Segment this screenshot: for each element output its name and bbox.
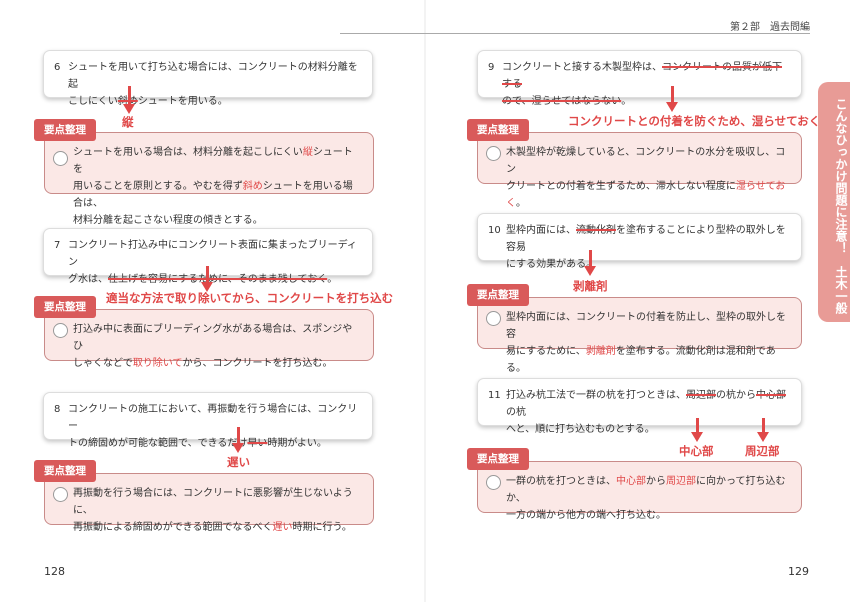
point-line: 一方の端から他方の端へ打ち込む。 [506,510,666,521]
point-line: 用いることを原則とする。やむを得ず斜めシュートを用いる場合は、 [73,181,353,209]
point-box-11: 一群の杭を打つときは、中心部から周辺部に向かって打ち込むか、 一方の端から他方の… [477,461,802,521]
struck-text: 早い [247,438,268,449]
question-6: 6 シュートを用いて打ち込む場合には、コンクリートの材料分離を起 こしにくい斜め… [43,50,373,107]
point-line: 易にするために、剥離剤を塗布する。流動化剤は混和剤である。 [506,346,776,374]
correction-label: コンクリートとの付着を防ぐため、湿らせておく [568,114,821,128]
question-line: コンクリートと接する木製型枠は、コンクリートの品質が低下する [502,62,782,90]
question-line: トの締固めが可能な範囲で、できるだけ早い時期がよい。 [68,438,327,449]
point-tag: 要点整理 [467,448,529,470]
correction-label: 縦 [122,115,134,129]
question-number: 7 [54,240,61,251]
question-line: にする効果がある。 [506,259,597,270]
question-8: 8 コンクリートの施工において、再振動を行う場合には、コンクリー トの締固めが可… [43,392,373,449]
question-10: 10 型枠内面には、流動化剤を塗布することにより型枠の取外しを容易 にする効果が… [477,213,802,270]
question-11: 11 打込み杭工法で一群の杭を打つときは、周辺部の杭から中心部の杭 へと、順に打… [477,378,802,435]
struck-text: 仕上げを容易にするために、そのまま残しておく [108,274,328,285]
side-tab-text: こんなひっかけ問題に注意！ 土木一般 [834,98,848,314]
point-line: 型枠内面には、コンクリートの付着を防止し、型枠の取外しを容 [506,312,786,340]
point-box-9: 木製型枠が乾燥していると、コンクリートの水分を吸収し、コン クリートとの付着を生… [477,132,802,209]
struck-text: 斜め [117,96,138,107]
correction-label: 中心部 [679,444,714,458]
question-number: 11 [488,390,501,401]
bullet-icon [53,151,68,166]
struck-text: コンクリートの品質が低下する [502,62,782,90]
point-box-10: 型枠内面には、コンクリートの付着を防止し、型枠の取外しを容 易にするために、剥離… [477,297,802,374]
question-line: 型枠内面には、流動化剤を塗布することにより型枠の取外しを容易 [506,225,786,253]
point-tag: 要点整理 [34,460,96,482]
point-line: 木製型枠が乾燥していると、コンクリートの水分を吸収し、コン [506,147,786,175]
point-line: クリートとの付着を生ずるため、滞水しない程度に湿らせておく。 [506,181,786,209]
point-tag: 要点整理 [34,119,96,141]
point-line: シュートを用いる場合は、材料分離を起こしにくい縦シュートを [73,147,353,175]
bullet-icon [53,323,68,338]
page-number-right: 129 [788,565,809,578]
question-line: コンクリート打込み中にコンクリート表面に集まったブリーディン [68,240,357,268]
question-line: コンクリートの施工において、再振動を行う場合には、コンクリー [68,404,358,432]
struck-text: ので、湿らせてはならない [502,96,622,107]
point-tag: 要点整理 [34,296,96,318]
point-box-6: シュートを用いる場合は、材料分離を起こしにくい縦シュートを 用いることを原則とす… [44,132,374,226]
correction-label: 周辺部 [745,444,780,458]
struck-text: 流動化剤 [576,225,616,236]
point-box-8: 再振動を行う場合には、コンクリートに悪影響が生じないように、 再振動による締固め… [44,473,374,533]
question-9: 9 コンクリートと接する木製型枠は、コンクリートの品質が低下する ので、湿らせて… [477,50,802,107]
bullet-icon [486,475,501,490]
question-line: 打込み杭工法で一群の杭を打つときは、周辺部の杭から中心部の杭 [506,390,786,418]
point-line: 打込み中に表面にブリーディング水がある場合は、スポンジやひ [73,324,353,352]
bullet-icon [486,311,501,326]
chapter-side-tab: こんなひっかけ問題に注意！ 土木一般 [818,82,850,322]
struck-text: 中心部 [756,390,786,401]
point-line: 材料分離を起こさない程度の傾きとする。 [73,215,263,226]
correction-label: 遅い [227,455,250,469]
point-box-7: 打込み中に表面にブリーディング水がある場合は、スポンジやひ しゃくなどで取り除い… [44,309,374,369]
correction-label: 適当な方法で取り除いてから、コンクリートを打ち込む [106,291,394,305]
point-line: 再振動による締固めができる範囲でなるべく遅い時期に行う。 [73,522,352,533]
question-line: ので、湿らせてはならない。 [502,96,632,107]
question-number: 10 [488,225,501,236]
question-number: 6 [54,62,61,73]
question-line: こしにくい斜めシュートを用いる。 [68,96,228,107]
question-number: 9 [488,62,495,73]
header-rule [340,33,810,34]
question-7: 7 コンクリート打込み中にコンクリート表面に集まったブリーディン グ水は、仕上げ… [43,228,373,285]
question-line: シュートを用いて打ち込む場合には、コンクリートの材料分離を起 [68,62,358,90]
question-number: 8 [54,404,61,415]
struck-text: 周辺部 [686,390,716,401]
book-spine [424,0,426,602]
point-line: しゃくなどで取り除いてから、コンクリートを打ち込む。 [73,358,333,369]
point-tag: 要点整理 [467,119,529,141]
correction-label: 剥離剤 [573,279,608,293]
section-header: 第２部 過去問編 [730,22,810,33]
question-line: グ水は、仕上げを容易にするために、そのまま残しておく。 [68,274,338,285]
bullet-icon [53,487,68,502]
point-line: 再振動を行う場合には、コンクリートに悪影響が生じないように、 [73,488,353,516]
page-number-left: 128 [44,565,65,578]
point-line: 一群の杭を打つときは、中心部から周辺部に向かって打ち込むか、 [506,476,786,504]
question-line: へと、順に打ち込むものとする。 [506,424,655,435]
point-tag: 要点整理 [467,284,529,306]
bullet-icon [486,146,501,161]
